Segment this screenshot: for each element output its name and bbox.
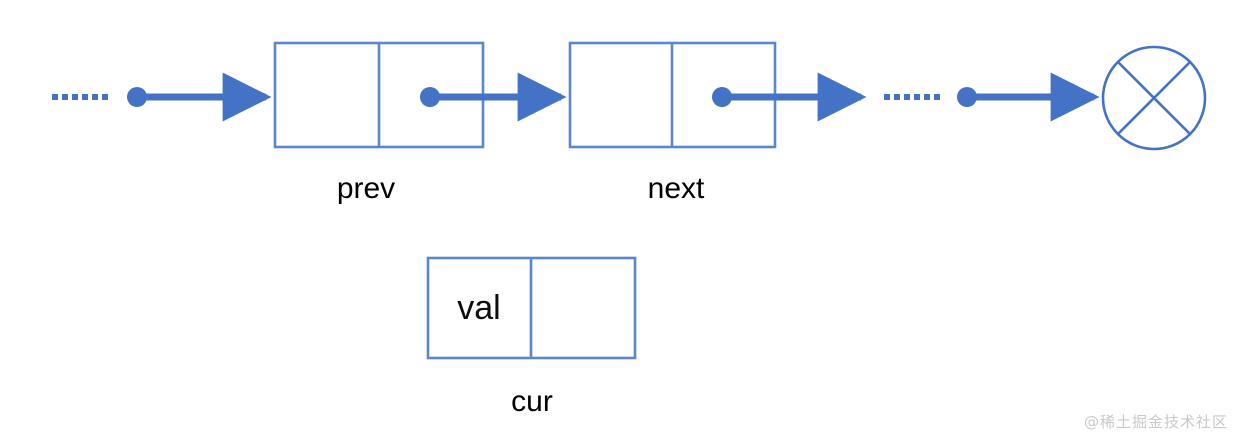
arrow-to-null bbox=[957, 72, 1100, 122]
node-cur-label: cur bbox=[511, 385, 553, 418]
null-terminator-icon bbox=[1101, 45, 1207, 151]
watermark-text: @稀土掘金技术社区 bbox=[1083, 413, 1228, 431]
node-cur-cell-0-text: val bbox=[457, 289, 500, 327]
arrow-into-prev bbox=[127, 72, 272, 122]
node-prev-label: prev bbox=[337, 172, 395, 205]
arrow-prev-to-next bbox=[420, 72, 567, 122]
node-cur[interactable]: val bbox=[426, 256, 637, 360]
node-next-label: next bbox=[648, 172, 705, 205]
ellipsis-left-icon bbox=[52, 94, 108, 100]
ellipsis-right-icon bbox=[884, 94, 940, 100]
arrow-next-to-ellipsis bbox=[712, 72, 867, 122]
